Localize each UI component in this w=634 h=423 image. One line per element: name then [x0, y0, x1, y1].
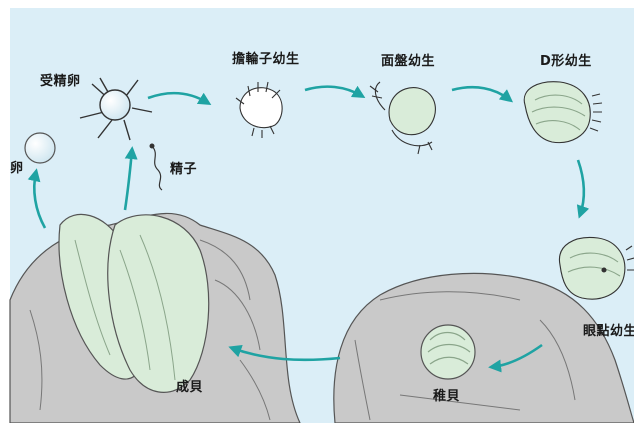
label-sperm: 精子 [170, 162, 198, 177]
arrow-d-larva-to-eyed [576, 159, 590, 219]
right-rock-texture [354, 291, 576, 421]
arrow-adult-to-fertilized [123, 146, 138, 211]
arrow-trochophore-to-veliger [304, 85, 366, 98]
spat [420, 324, 476, 380]
cycle-arrows [27, 85, 590, 373]
sperm-head [149, 143, 155, 149]
arrow-fertilized-to-trochophore [147, 91, 212, 106]
label-egg: 卵 [10, 161, 24, 176]
label-d-larva: D形幼生 [540, 54, 592, 69]
label-adult: 成貝 [176, 380, 204, 395]
arrow-adult-to-egg [27, 168, 47, 229]
adult-oyster [58, 213, 210, 393]
label-eyed-larva: 眼點幼生 [583, 324, 634, 339]
eyed-larva [558, 236, 634, 300]
trochophore-larva [235, 81, 283, 138]
arrow-spat-to-adult [228, 344, 341, 362]
label-veliger: 面盤幼生 [381, 54, 436, 69]
right-rock [333, 272, 634, 423]
left-rock-texture [29, 239, 271, 421]
sperm [151, 145, 163, 191]
label-fertilized-egg: 受精卵 [40, 74, 81, 89]
veliger-larva [369, 81, 436, 155]
egg [24, 132, 56, 164]
arrow-veliger-to-d-larva [451, 86, 514, 103]
d-shaped-larva [523, 81, 603, 144]
label-spat: 稚貝 [433, 389, 461, 404]
label-trochophore: 擔輪子幼生 [232, 52, 300, 67]
arrow-eyed-to-spat [488, 343, 543, 373]
fertilized-egg [79, 77, 153, 141]
